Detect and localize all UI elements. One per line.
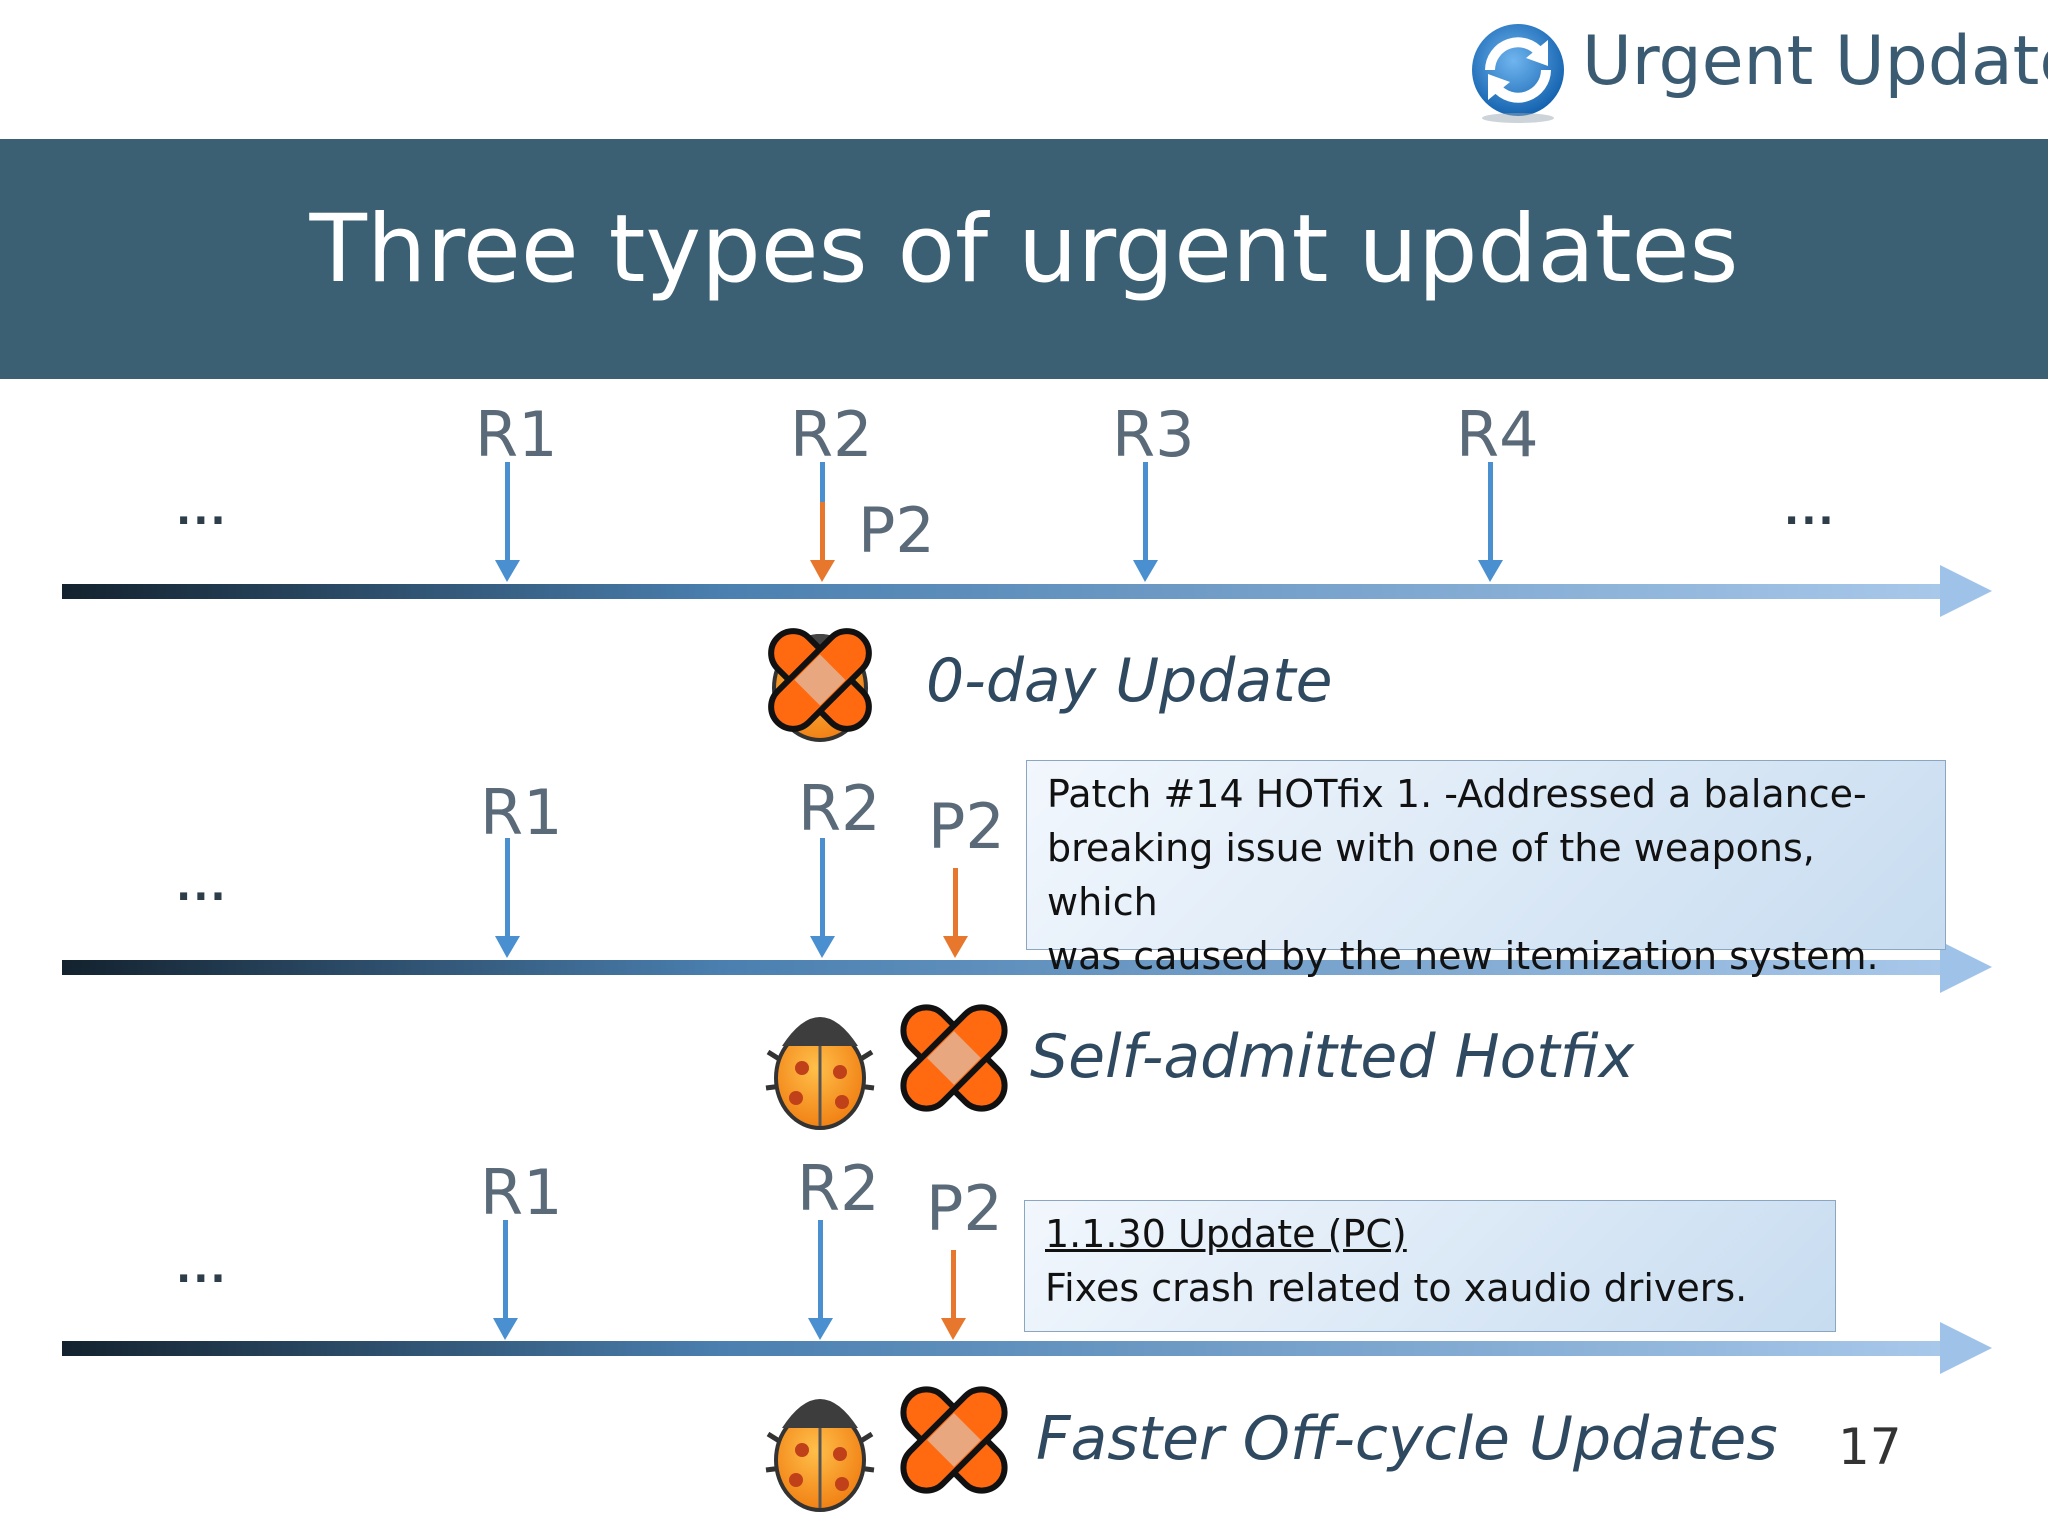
timeline-2-left-ellipsis: ... — [176, 864, 228, 910]
timeline-1-release-arrow-r3 — [1133, 462, 1158, 582]
page-number: 17 — [1838, 1418, 1902, 1476]
timeline-1-release-arrow-r4 — [1478, 462, 1503, 582]
timeline-3-axis — [62, 1341, 1942, 1356]
timeline-1-label-r1: R1 — [475, 398, 558, 471]
timeline-2-label-p2: P2 — [928, 790, 1005, 863]
ladybug-icon — [765, 1017, 875, 1130]
timeline-1-release-arrow-r2 — [810, 462, 835, 582]
bug-with-bandage-icon — [768, 628, 872, 742]
timeline-3-label-r1: R1 — [480, 1156, 563, 1229]
timeline-1-arrowhead — [1940, 565, 1992, 617]
timeline-1-right-ellipsis: ... — [1784, 488, 1836, 534]
timeline-2-patch-arrow-p2 — [943, 868, 968, 958]
timeline-3-patch-arrow-p2 — [941, 1250, 966, 1340]
update-note: 1.1.30 Update (PC) Fixes crash related t… — [1024, 1200, 1836, 1332]
brand-title: Urgent Updates — [1582, 22, 2048, 101]
timeline-1-label-r3: R3 — [1112, 398, 1195, 471]
hotfix-note: Patch #14 HOTfix 1. -Addressed a balance… — [1026, 760, 1946, 978]
timeline-1-label-r4: R4 — [1456, 398, 1539, 471]
timeline-3-label-p2: P2 — [926, 1172, 1003, 1245]
timeline-1-release-arrow-r1 — [495, 462, 520, 582]
timeline-1-axis — [62, 584, 1942, 599]
timeline-1-label-p2: P2 — [858, 494, 935, 567]
timeline-3-caption: Faster Off-cycle Updates — [1036, 1404, 1778, 1474]
ladybug-icon — [765, 1399, 875, 1512]
hotfix-note-line: Patch #14 HOTfix 1. -Addressed a balance… — [1047, 772, 1867, 816]
timeline-3-arrowhead — [1940, 1322, 1992, 1374]
update-note-body: Fixes crash related to xaudio drivers. — [1045, 1266, 1748, 1310]
timeline-1-left-ellipsis: ... — [176, 488, 228, 534]
timeline-3 — [62, 1220, 1992, 1374]
timeline-2-caption: Self-admitted Hotfix — [1030, 1022, 1635, 1092]
timeline-3-release-arrow-r2 — [808, 1220, 833, 1340]
timeline-2-label-r2: R2 — [798, 772, 881, 845]
timeline-2-label-r1: R1 — [480, 776, 563, 849]
timeline-1-caption: 0-day Update — [926, 646, 1333, 716]
timeline-2 — [62, 838, 1992, 993]
refresh-logo-icon — [1472, 24, 1564, 123]
bandage-icon — [900, 1004, 1008, 1112]
timeline-2-release-arrow-r1 — [495, 838, 520, 958]
timeline-2-axis — [62, 960, 1942, 975]
hotfix-note-line: was caused by the new itemization system… — [1047, 934, 1879, 978]
title-band — [0, 139, 2048, 379]
timeline-3-left-ellipsis: ... — [176, 1246, 228, 1292]
timeline-2-release-arrow-r2 — [810, 838, 835, 958]
hotfix-note-line: breaking issue with one of the weapons, … — [1047, 826, 1815, 924]
timeline-1 — [62, 462, 1992, 617]
update-note-title-link[interactable]: 1.1.30 Update (PC) — [1045, 1212, 1407, 1256]
slide-title: Three types of urgent updates — [309, 195, 1739, 304]
timeline-3-release-arrow-r1 — [493, 1220, 518, 1340]
timeline-1-label-r2: R2 — [790, 398, 873, 471]
timeline-3-label-r2: R2 — [797, 1152, 880, 1225]
bandage-icon — [900, 1386, 1008, 1494]
timeline-2-arrowhead — [1940, 941, 1992, 993]
